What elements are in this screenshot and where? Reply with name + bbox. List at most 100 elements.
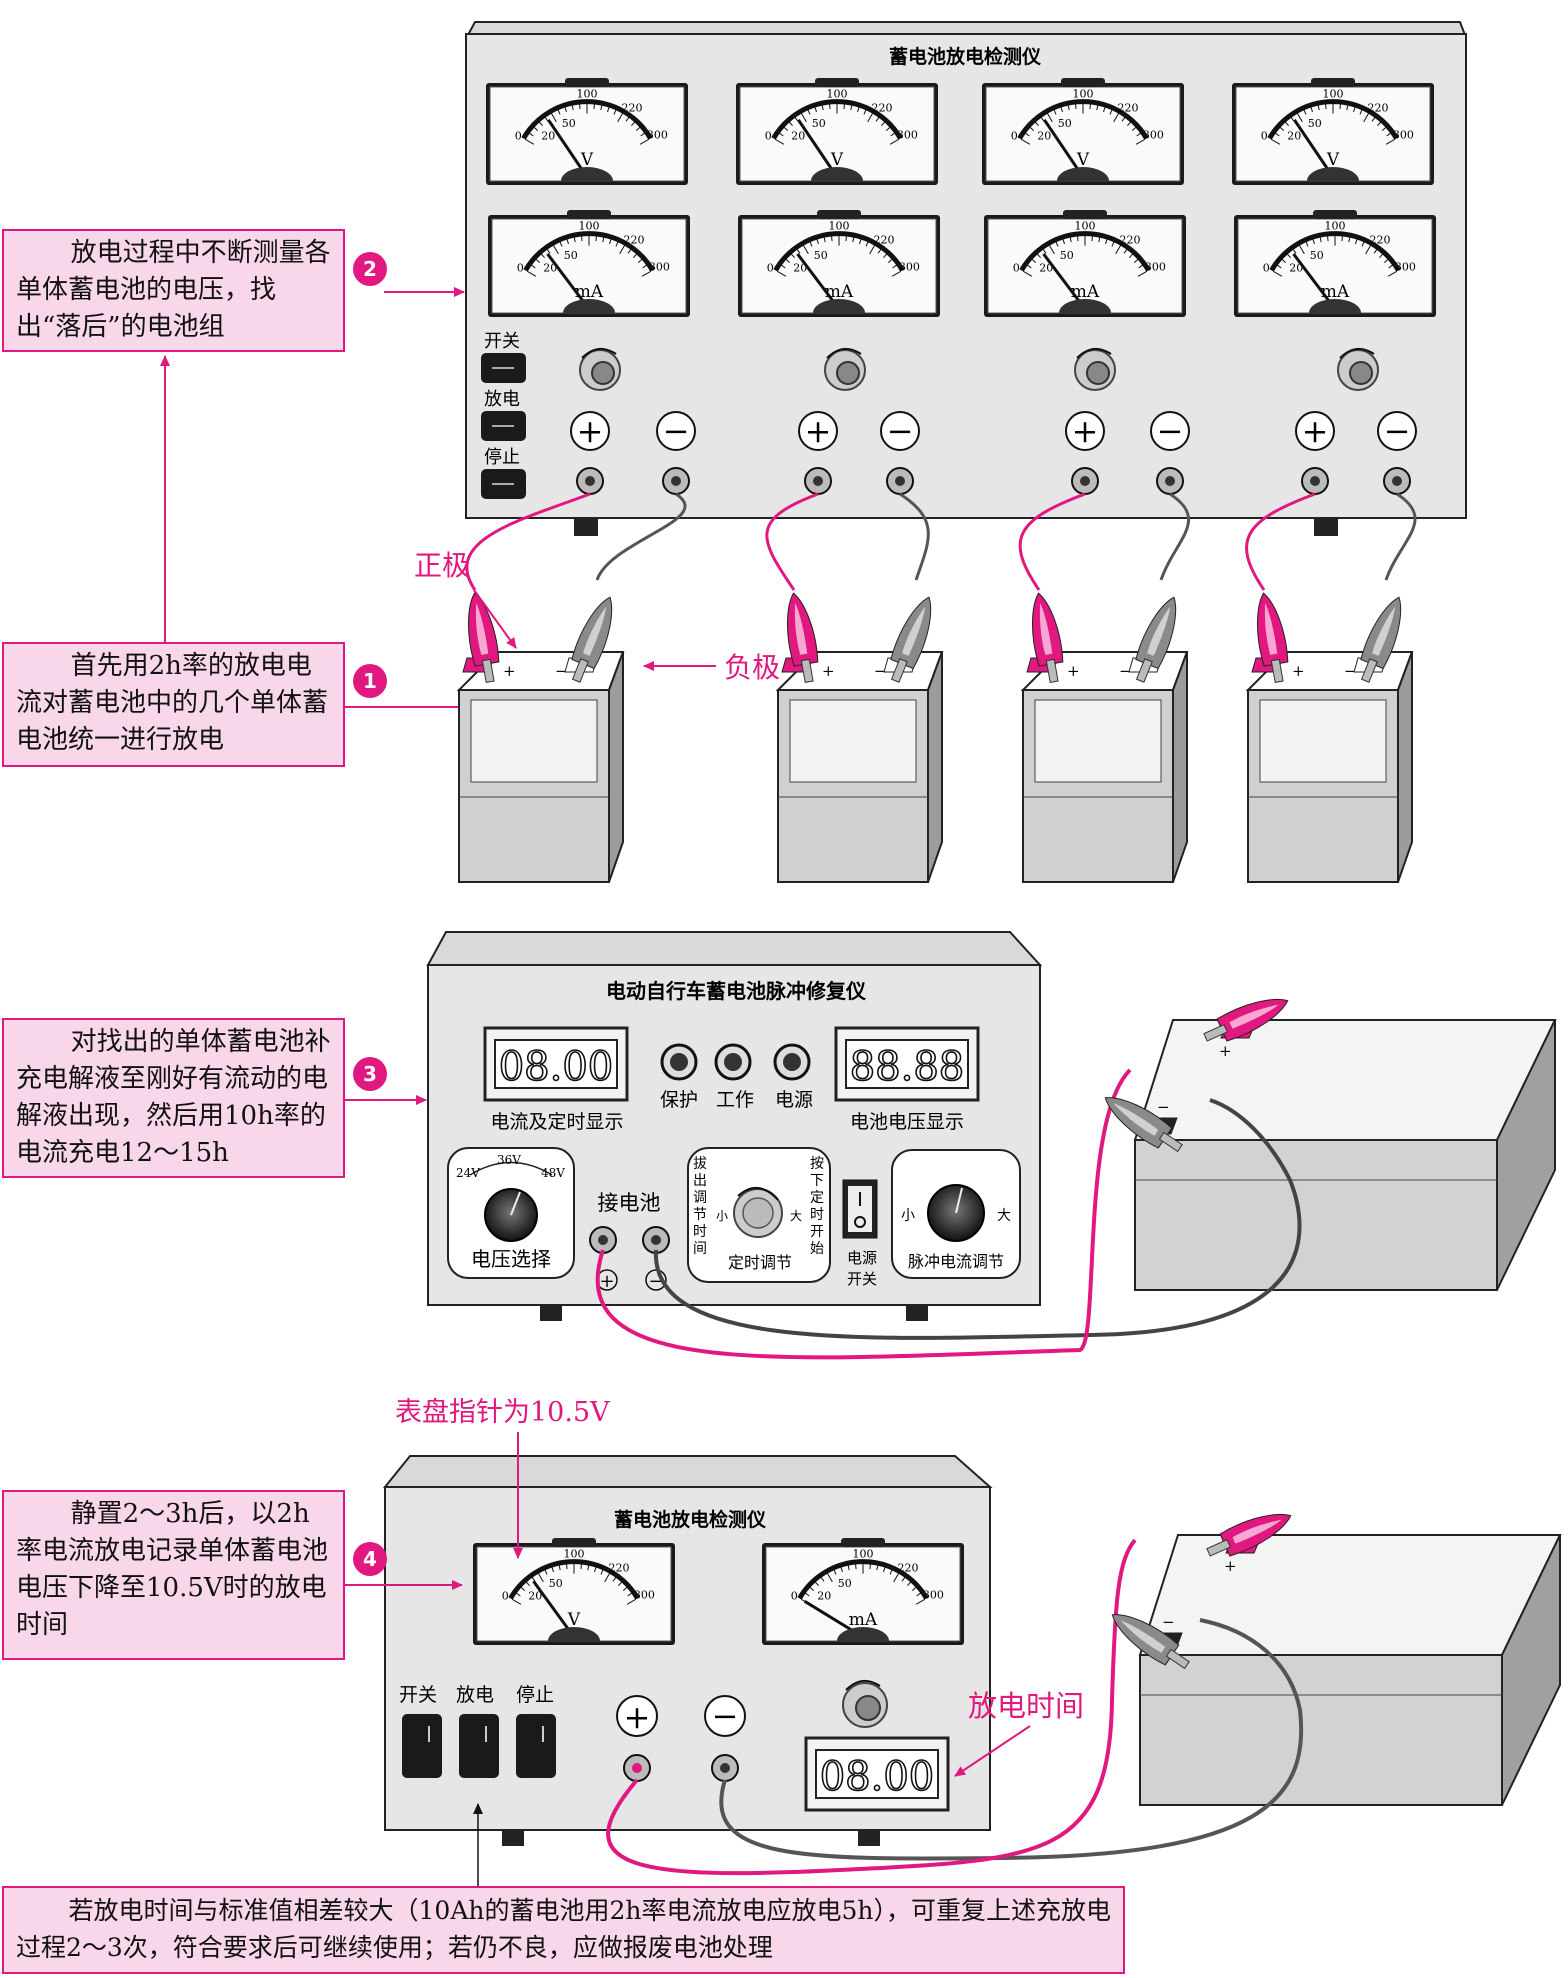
battery-large-repair-body: +− (1133, 1019, 1557, 1291)
minus-mark-ch3: − (1150, 411, 1190, 451)
adjust-knob-ch4[interactable] (1337, 347, 1379, 391)
tester2-red-clip[interactable] (1203, 1504, 1296, 1565)
meter-unit-label: mA (849, 1610, 878, 1630)
meter-scale-label: 0 (767, 261, 774, 274)
positive-terminal-ch1[interactable] (576, 467, 604, 495)
meter-scale-label: 0 (1263, 261, 1270, 274)
adjust-knob-ch3[interactable] (1074, 347, 1116, 391)
meter-scale-label: 50 (562, 117, 576, 130)
svg-text:−: − (663, 412, 690, 450)
positive-terminal-ch4[interactable] (1301, 467, 1329, 495)
step2-badge: 2 (353, 252, 387, 286)
battery-plus: + (1292, 662, 1305, 680)
red-clip-ch2[interactable] (780, 591, 822, 684)
timer-small-label: 小 (716, 1209, 728, 1223)
battery-voltage-label: 电池电压显示 (850, 1111, 964, 1133)
battery-plus: + (503, 662, 516, 680)
meter-scale-label: 0 (1261, 129, 1268, 142)
battery-plus: + (1224, 1557, 1237, 1575)
tester2-adjust-knob[interactable] (842, 1679, 888, 1728)
repairer-red-clip[interactable] (1200, 989, 1293, 1050)
negative-terminal-ch2[interactable] (886, 467, 914, 495)
meter-scale-label: 20 (1287, 129, 1301, 142)
small-battery: +− (456, 651, 625, 883)
red-lead (1245, 492, 1316, 591)
meter-scale-label: 100 (577, 88, 598, 101)
repairer-black-clip[interactable] (1098, 1087, 1187, 1159)
battery-minus: − (555, 662, 568, 680)
positive-terminal-ch3[interactable] (1071, 467, 1099, 495)
meter-scale-label: 50 (1058, 117, 1072, 130)
step4-note: 静置2～3h后，以2h率电流放电记录单体蓄电池电压下降至10.5V时的放电时间 (2, 1490, 345, 1660)
positive-terminal-ch2[interactable] (804, 467, 832, 495)
meter-scale-label: 100 (1073, 88, 1094, 101)
tester2-switch-stop-label: 停止 (516, 1684, 554, 1706)
red-clip-ch3[interactable] (1025, 591, 1067, 684)
battery-large-test-body: +− (1138, 1534, 1562, 1806)
tester2-switch-stop[interactable] (516, 1714, 556, 1778)
tester2-title: 蓄电池放电检测仪 (614, 1508, 767, 1531)
negative-callout: 负极 (724, 651, 780, 684)
negative-terminal-ch1[interactable] (662, 467, 690, 495)
battery-plus: + (822, 662, 835, 680)
indicator-power-label: 电源 (775, 1089, 813, 1111)
batteries-row: +−+−+−+− (456, 492, 1417, 883)
meter-unit-label: mA (575, 282, 604, 302)
step4-badge: 4 (353, 1542, 387, 1576)
meter-scale-label: 0 (502, 1589, 509, 1602)
meter-scale-label: 220 (622, 101, 643, 114)
tester2-black-clip[interactable] (1105, 1604, 1194, 1676)
voltage-mark-48: 48V (541, 1166, 565, 1180)
battery-large-repair: +− (1133, 1019, 1557, 1291)
meter-scale-label: 20 (791, 129, 805, 142)
red-clip-ch1[interactable] (461, 591, 503, 684)
meter-unit-label: V (830, 150, 844, 170)
tester2-switch-on-label: 开关 (399, 1684, 437, 1706)
meter-scale-label: 0 (1011, 129, 1018, 142)
black-clip-ch4[interactable] (1353, 592, 1411, 685)
tester2-minus-sign: − (712, 1697, 739, 1735)
meter-scale-label: 300 (1145, 260, 1166, 273)
power-switch-label-1: 电源 (847, 1249, 877, 1267)
svg-text:+: + (1302, 412, 1329, 450)
tester2-clips (1105, 1504, 1296, 1676)
step1-note: 首先用2h率的放电电流对蓄电池中的几个单体蓄电池统一进行放电 (2, 642, 345, 767)
red-clip-ch4[interactable] (1250, 591, 1292, 684)
meter-scale-label: 50 (1308, 117, 1322, 130)
step2-note: 放电过程中不断测量各单体蓄电池的电压，找出“落后”的电池组 (2, 229, 345, 352)
meter-scale-label: 300 (1395, 260, 1416, 273)
meter-scale-label: 0 (515, 129, 522, 142)
tester2-switch-discharge[interactable] (459, 1714, 499, 1778)
adjust-knob-ch1[interactable] (579, 347, 621, 391)
meter-scale-label: 300 (923, 1588, 944, 1601)
voltage-select-label: 电压选择 (471, 1247, 551, 1271)
pulse-current-adjust: 小 大 脉冲电流调节 (891, 1149, 1021, 1279)
power-switch-label-2: 开关 (847, 1270, 877, 1288)
meter-scale-label: 220 (898, 1561, 919, 1574)
black-clip-ch1[interactable] (564, 592, 622, 685)
meter-scale-label: 20 (541, 129, 555, 142)
meter-scale-label: 100 (579, 220, 600, 233)
meter-scale-label: 0 (1013, 261, 1020, 274)
small-battery: +− (1020, 651, 1189, 883)
negative-terminal-ch4[interactable] (1383, 467, 1411, 495)
adjust-knob-ch2[interactable] (824, 347, 866, 391)
pulse-small-label: 小 (901, 1208, 915, 1224)
battery-minus: − (1119, 662, 1132, 680)
black-clip-ch3[interactable] (1128, 592, 1186, 685)
battery-minus: − (1157, 1098, 1170, 1116)
tester2-switch-on[interactable] (402, 1714, 442, 1778)
svg-text:−: − (1384, 412, 1411, 450)
repairer-leads (595, 1068, 1302, 1360)
meter-unit-label: V (567, 1610, 581, 1630)
black-clip-ch2[interactable] (883, 592, 941, 685)
black-lead (899, 492, 930, 581)
negative-terminal-ch3[interactable] (1156, 467, 1184, 495)
